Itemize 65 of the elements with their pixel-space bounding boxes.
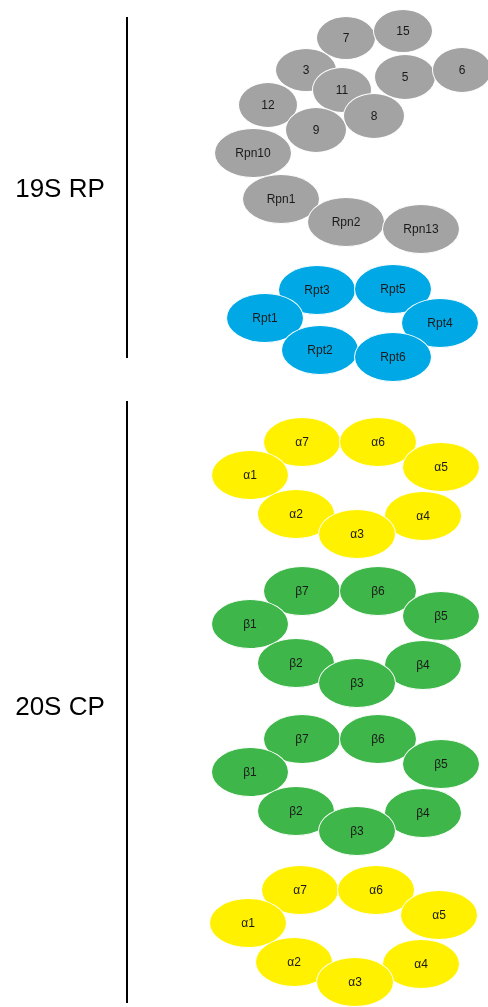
group-label: 19S RP (15, 172, 105, 204)
subunit-ellipse (339, 714, 417, 764)
subunit-label: Rpn13 (403, 222, 439, 236)
subunit-label: 6 (458, 63, 466, 77)
subunit-label: β3 (350, 824, 364, 838)
subunit-ellipse (238, 82, 298, 128)
subunit-label: β1 (243, 765, 257, 779)
subunit-label: 9 (312, 123, 320, 137)
subunit-label: β4 (416, 806, 430, 820)
subunit-label: α6 (371, 435, 385, 449)
subunit-label: α2 (289, 507, 303, 521)
subunit-ellipse (373, 9, 433, 53)
subunit-label: 3 (302, 63, 310, 77)
subunit-label: β7 (295, 732, 309, 746)
subunit-label: Rpn1 (266, 192, 296, 206)
subunit-label: β5 (434, 757, 448, 771)
subunit-label: β6 (371, 732, 385, 746)
subunit-label: β3 (350, 676, 364, 690)
subunit-label: α3 (350, 527, 364, 541)
subunit-label: Rpn10 (235, 146, 271, 160)
subunit-label: β4 (416, 658, 430, 672)
subunit-label: Rpt1 (252, 311, 278, 325)
subunit-ellipse (316, 16, 376, 60)
subunit-label: α4 (416, 509, 430, 523)
subunit-label: α7 (295, 435, 309, 449)
subunit-label: Rpt5 (380, 282, 406, 296)
subunit-label: 15 (396, 24, 410, 38)
subunit-ellipse (432, 47, 488, 93)
subunit-label: β7 (295, 584, 309, 598)
subunit-ellipse (374, 54, 436, 100)
subunit-label: α6 (369, 883, 383, 897)
subunit-label: β2 (289, 656, 303, 670)
subunit-label: β2 (289, 804, 303, 818)
subunit-ellipse (211, 747, 289, 797)
subunit-ellipse (211, 599, 289, 649)
subunit-label: β5 (434, 609, 448, 623)
subunit-label: Rpt3 (304, 283, 330, 297)
subunit-label: β1 (243, 617, 257, 631)
subunit-ellipse (214, 128, 292, 178)
subunit-label: α1 (243, 468, 257, 482)
subunit-label: α1 (241, 916, 255, 930)
subunit-ellipse (337, 865, 415, 915)
subunit-label: α4 (414, 957, 428, 971)
subunit-label: Rpt6 (380, 350, 406, 364)
subunit-label: 7 (342, 31, 350, 45)
subunit-ellipse (211, 450, 289, 500)
subunit-label: Rpt4 (427, 316, 453, 330)
subunit-label: 11 (335, 83, 349, 97)
subunit-label: Rpn2 (331, 215, 361, 229)
subunit-label: α2 (287, 955, 301, 969)
subunit-label: α5 (434, 460, 448, 474)
subunit-ellipse (339, 417, 417, 467)
subunit-label: β6 (371, 584, 385, 598)
subunit-ellipse (285, 107, 347, 153)
subunit-label: 8 (370, 109, 378, 123)
subunit-ellipse (209, 898, 287, 948)
subunit-label: α3 (348, 975, 362, 989)
subunit-label: 5 (401, 70, 409, 84)
subunit-ellipse (343, 93, 405, 139)
subunit-label: α7 (293, 883, 307, 897)
subunit-ellipse (339, 566, 417, 616)
subunit-label: Rpt2 (307, 343, 333, 357)
subunit-label: α5 (432, 908, 446, 922)
subunit-label: 12 (261, 98, 275, 112)
group-label: 20S CP (15, 690, 105, 722)
